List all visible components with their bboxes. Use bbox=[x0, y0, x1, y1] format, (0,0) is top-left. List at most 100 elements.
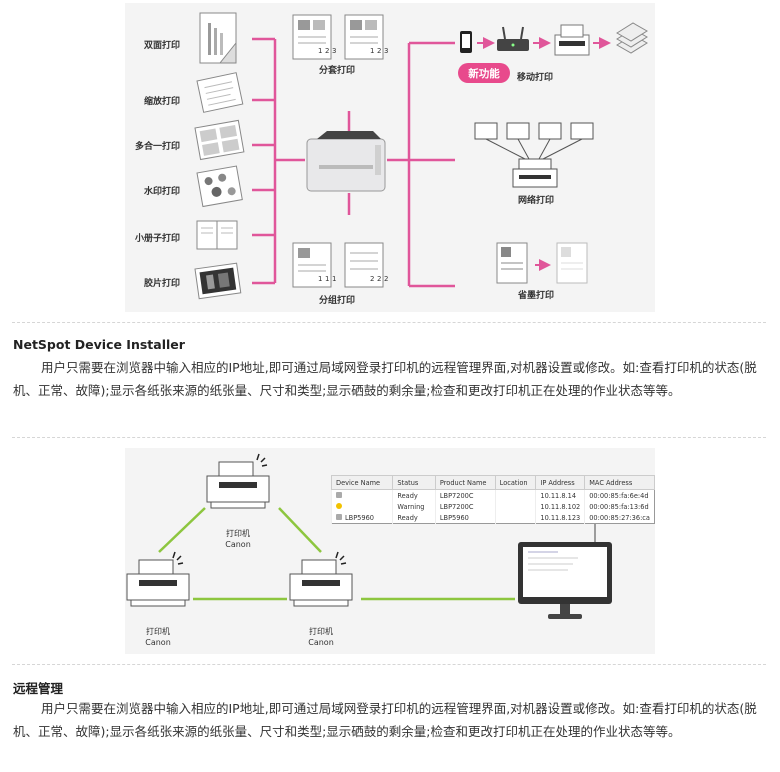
film-print-icon bbox=[194, 262, 242, 300]
cell-location bbox=[494, 512, 536, 524]
network-diagram-graphics bbox=[126, 453, 612, 619]
network-print-label: 网络打印 bbox=[518, 196, 555, 206]
new-feature-badge: 新功能 bbox=[468, 68, 500, 80]
zoom-print-label: 缩放打印 bbox=[143, 97, 180, 107]
section-title-netspot: NetSpot Device Installer bbox=[13, 337, 185, 352]
ok-icon bbox=[336, 513, 342, 520]
cell-location bbox=[494, 501, 536, 512]
collate-mark: 3 bbox=[384, 47, 389, 55]
divider bbox=[12, 664, 766, 665]
section-body-netspot: 用户只需要在浏览器中输入相应的IP地址,即可通过局域网登录打印机的远程管理界面,… bbox=[13, 356, 767, 402]
group-print-label: 分组打印 bbox=[319, 296, 356, 306]
network-links bbox=[158, 507, 515, 601]
table-row[interactable]: LBP5960 Ready LBP5960 10.11.8.123 00:00:… bbox=[330, 512, 655, 524]
printer-brand: Canon bbox=[145, 638, 171, 647]
col-device-name: Device Name bbox=[330, 475, 394, 490]
collate-mark: 3 bbox=[332, 47, 337, 55]
cell-product: LBP7200C bbox=[434, 501, 496, 512]
cell-status: Ready bbox=[392, 489, 436, 501]
router-icon bbox=[497, 26, 529, 51]
n-up-print-icon bbox=[194, 119, 245, 161]
n-up-print-label: 多合一打印 bbox=[134, 142, 180, 152]
table-row[interactable]: Warning LBP7200C 10.11.8.102 00:00:85:fa… bbox=[330, 501, 655, 512]
printer-brand: Canon bbox=[225, 540, 251, 549]
col-location: Location bbox=[494, 475, 537, 490]
cell-mac: 00:00:85:27:36:ca bbox=[584, 512, 655, 524]
watermark-print-icon bbox=[196, 165, 243, 208]
printer-label-left: 打印机 Canon bbox=[138, 626, 178, 648]
cell-ip: 10.11.8.123 bbox=[535, 512, 585, 524]
cell-status: Ready bbox=[392, 512, 436, 524]
group-pages-icon bbox=[292, 242, 384, 288]
group-mark: 2 bbox=[377, 275, 382, 283]
group-mark: 2 bbox=[370, 275, 375, 283]
printer-name: 打印机 bbox=[146, 627, 170, 636]
cell-device bbox=[330, 501, 393, 512]
toner-save-print-label: 省墨打印 bbox=[518, 291, 555, 301]
output-pages-icon bbox=[616, 22, 648, 54]
group-mark: 1 bbox=[332, 275, 337, 283]
collate-mark: 1 bbox=[370, 47, 375, 55]
printer-icon bbox=[289, 559, 353, 607]
warning-icon bbox=[336, 502, 342, 509]
collate-print-label: 分套打印 bbox=[319, 66, 356, 76]
group-mark: 1 bbox=[325, 275, 330, 283]
cell-device bbox=[330, 489, 393, 501]
ok-icon bbox=[336, 491, 342, 498]
divider bbox=[12, 437, 766, 438]
group-mark: 2 bbox=[384, 275, 389, 283]
booklet-print-label: 小册子打印 bbox=[134, 234, 180, 244]
duplex-print-icon bbox=[199, 12, 237, 64]
collate-mark: 2 bbox=[325, 47, 330, 55]
zoom-print-icon bbox=[196, 72, 244, 113]
section-body-netspot-text: 用户只需要在浏览器中输入相应的IP地址,即可通过局域网登录打印机的远程管理界面,… bbox=[13, 360, 757, 398]
network-computers-icon bbox=[474, 122, 594, 188]
printer-icon bbox=[126, 559, 190, 607]
cell-status: Warning bbox=[392, 501, 436, 512]
cell-ip: 10.11.8.14 bbox=[535, 489, 585, 501]
watermark-print-label: 水印打印 bbox=[143, 187, 180, 197]
collate-mark: 2 bbox=[377, 47, 382, 55]
film-print-label: 胶片打印 bbox=[143, 279, 180, 289]
section-title-remote: 远程管理 bbox=[13, 681, 64, 696]
col-product-name: Product Name bbox=[434, 475, 496, 490]
printer-brand: Canon bbox=[308, 638, 334, 647]
printer-label-top: 打印机 Canon bbox=[218, 528, 258, 550]
cell-product: LBP7200C bbox=[434, 489, 496, 501]
new-feature-badge-bg bbox=[458, 63, 510, 83]
device-table: Device Name Status Product Name Location… bbox=[330, 475, 655, 524]
activity-icon bbox=[172, 551, 184, 565]
collate-pages-icon bbox=[292, 14, 384, 60]
col-ip-address: IP Address bbox=[535, 475, 586, 490]
col-mac-address: MAC Address bbox=[584, 475, 655, 490]
toner-save-icon bbox=[496, 242, 588, 284]
feature-connectors bbox=[252, 37, 455, 288]
monitor-icon bbox=[518, 542, 612, 619]
cell-mac: 00:00:85:fa:6e:4d bbox=[584, 489, 655, 501]
duplex-print-label: 双面打印 bbox=[143, 41, 180, 51]
collate-mark: 1 bbox=[318, 47, 323, 55]
group-mark: 1 bbox=[318, 275, 323, 283]
mobile-print-label: 移动打印 bbox=[517, 73, 554, 83]
activity-icon bbox=[256, 453, 268, 467]
device-table-header: Device Name Status Product Name Location… bbox=[330, 475, 655, 490]
printer-name: 打印机 bbox=[309, 627, 333, 636]
section-body-remote: 用户只需要在浏览器中输入相应的IP地址,即可通过局域网登录打印机的远程管理界面,… bbox=[13, 697, 767, 743]
printer-name: 打印机 bbox=[226, 529, 250, 538]
cell-product: LBP5960 bbox=[434, 512, 496, 524]
printer-label-right: 打印机 Canon bbox=[301, 626, 341, 648]
features-diagram: 双面打印 缩放打印 多合一打印 水印打印 小册子打印 胶片打印 1 2 3 1 … bbox=[125, 3, 655, 312]
laser-printer-icon bbox=[306, 131, 386, 192]
col-status: Status bbox=[392, 475, 436, 490]
network-diagram: 打印机 Canon 打印机 Canon 打印机 Canon Device Nam… bbox=[125, 448, 655, 654]
features-diagram-graphics bbox=[194, 12, 648, 300]
booklet-print-icon bbox=[196, 220, 238, 250]
cell-location bbox=[494, 489, 536, 501]
cell-device: LBP5960 bbox=[330, 512, 393, 524]
table-row[interactable]: Ready LBP7200C 10.11.8.14 00:00:85:fa:6e… bbox=[330, 489, 655, 501]
mobile-printer-icon bbox=[554, 24, 590, 56]
divider bbox=[12, 322, 766, 323]
cell-mac: 00:00:85:fa:13:6d bbox=[584, 501, 655, 512]
cell-ip: 10.11.8.102 bbox=[535, 501, 585, 512]
smartphone-icon bbox=[460, 31, 472, 53]
